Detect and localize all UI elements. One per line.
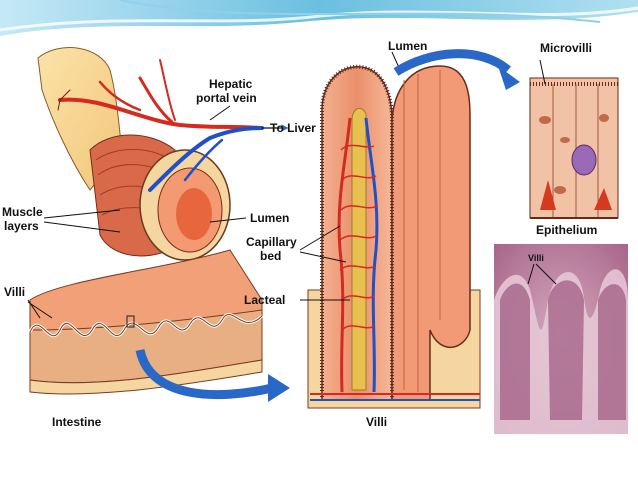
label-intestine: Intestine (52, 415, 102, 429)
header-banner (0, 0, 638, 36)
blood-vessels (57, 59, 289, 192)
curved-arrow-icon (393, 49, 520, 90)
intestine-tube (28, 47, 264, 395)
curved-arrow-icon (135, 348, 290, 402)
leader-lines (27, 105, 247, 319)
label-hepatic-line1: Hepatic (209, 77, 253, 91)
label-muscle-line2: layers (4, 219, 39, 233)
histology-micrograph (494, 244, 628, 434)
label-capillary-line2: bed (260, 249, 282, 263)
label-lacteal: Lacteal (244, 293, 286, 307)
label-to-liver: To Liver (270, 121, 316, 135)
villus-block (307, 64, 481, 409)
epithelium-panel (529, 59, 619, 219)
label-villi-bottom: Villi (366, 415, 388, 429)
label-lumen-left: Lumen (250, 211, 290, 225)
label-villi-micrograph: Villi (528, 253, 544, 263)
leader-lines-middle (299, 51, 401, 301)
label-capillary-line1: Capillary (246, 235, 297, 249)
label-microvilli: Microvilli (540, 41, 593, 55)
label-epithelium: Epithelium (536, 223, 598, 237)
label-muscle-line1: Muscle (2, 205, 43, 219)
label-hepatic-line2: portal vein (196, 91, 257, 105)
label-villi-left: Villi (4, 285, 26, 299)
label-lumen-top: Lumen (388, 39, 428, 53)
